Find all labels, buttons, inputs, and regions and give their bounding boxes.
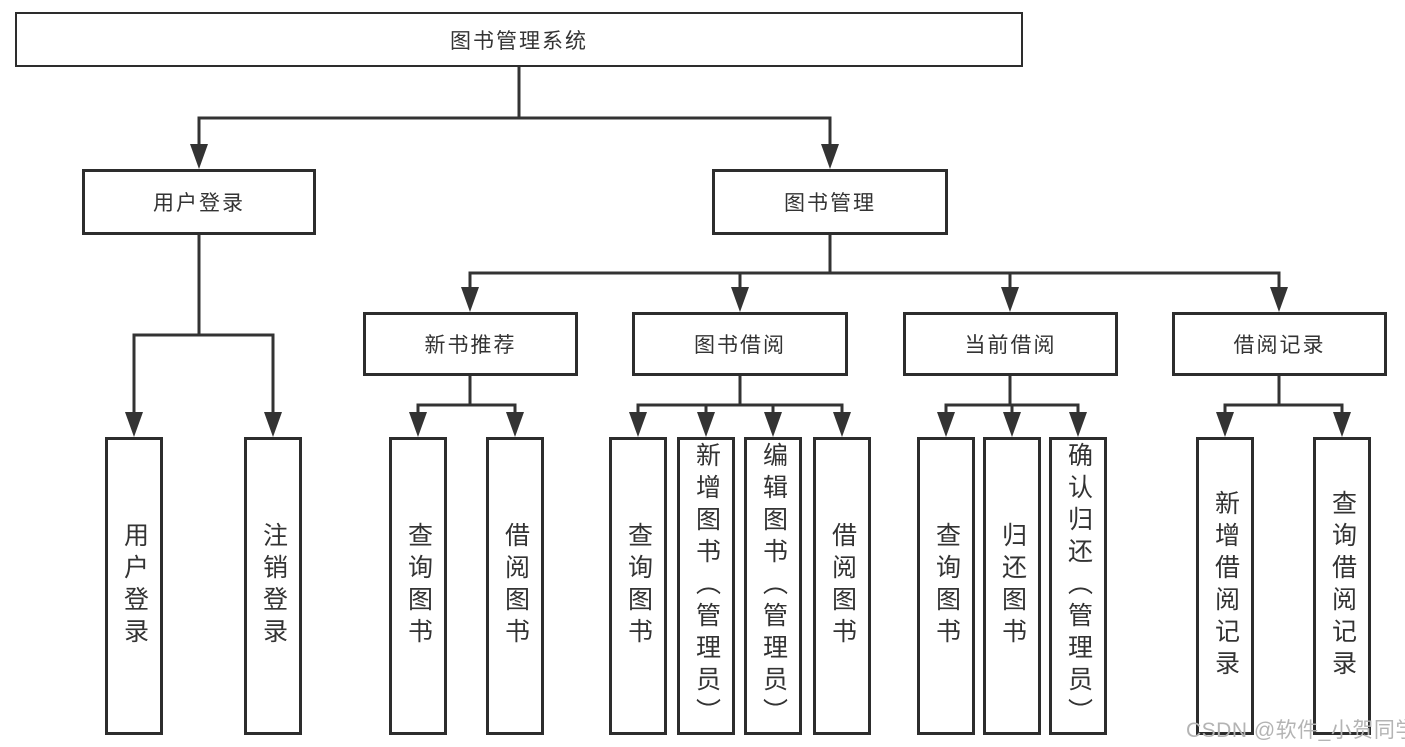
node-user-login: 用户登录: [82, 169, 316, 235]
watermark-text: CSDN @软件_小贺同学: [1186, 719, 1405, 742]
node-book-management: 图书管理: [712, 169, 948, 235]
node-borrowing-records: 借阅记录: [1172, 312, 1387, 376]
leaf-logout-login: 注销登录: [244, 437, 302, 735]
connector-shafts: [132, 65, 1344, 423]
leaf-add-borrowing-record: 新增借阅记录: [1196, 437, 1254, 735]
leaf-query-books-borrowing: 查询图书: [609, 437, 667, 735]
leaf-add-books-admin: 新增图书（管理员）: [677, 437, 735, 735]
node-book-borrowing: 图书借阅: [632, 312, 848, 376]
arrowheads: [125, 144, 1351, 437]
leaf-query-borrowing-record: 查询借阅记录: [1313, 437, 1371, 735]
leaf-user-login: 用户登录: [105, 437, 163, 735]
node-current-borrowing: 当前借阅: [903, 312, 1118, 376]
leaf-confirm-return-admin: 确认归还（管理员）: [1049, 437, 1107, 735]
leaf-borrow-books-borrowing: 借阅图书: [813, 437, 871, 735]
node-new-book-recommendation: 新书推荐: [363, 312, 578, 376]
leaf-borrow-books-recommendation: 借阅图书: [486, 437, 544, 735]
leaf-return-books: 归还图书: [983, 437, 1041, 735]
leaf-edit-books-admin: 编辑图书（管理员）: [744, 437, 802, 735]
leaf-query-books-recommendation: 查询图书: [389, 437, 447, 735]
leaf-query-books-current: 查询图书: [917, 437, 975, 735]
node-library-management-system: 图书管理系统: [15, 12, 1023, 67]
